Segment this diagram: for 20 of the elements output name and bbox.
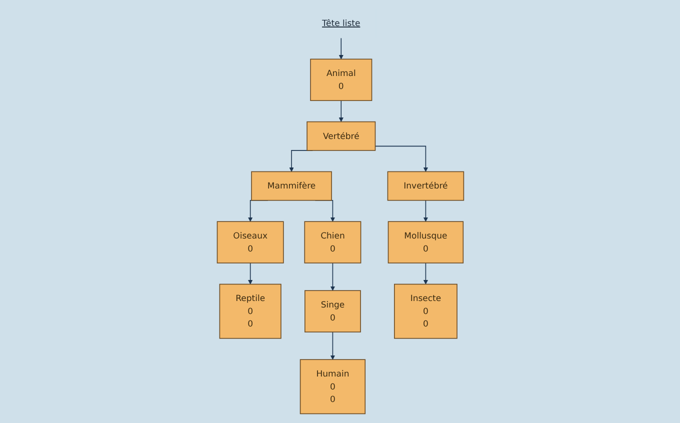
- arrow: [248, 262, 252, 284]
- arrow: [422, 200, 428, 222]
- arrow: [338, 100, 343, 122]
- arrow: [330, 332, 335, 360]
- node-box: Humain 0 0: [299, 359, 366, 414]
- node-box: Insecte 0 0: [394, 284, 457, 339]
- arrow: [374, 146, 428, 172]
- node-box: Mammifère: [250, 171, 332, 201]
- node-box: Oiseaux 0: [216, 221, 284, 264]
- node-box: Reptile 0 0: [218, 284, 281, 339]
- node-box: Animal 0: [310, 58, 372, 101]
- node-box: Singe 0: [304, 290, 360, 332]
- arrow: [330, 262, 335, 291]
- node-box: Chien 0: [304, 221, 361, 264]
- node-text: Tête liste: [322, 18, 360, 28]
- node-box: Mollusque 0: [387, 221, 464, 264]
- arrow: [338, 38, 343, 60]
- arrow: [422, 262, 428, 284]
- node-box: Invertébré: [386, 171, 464, 201]
- node-box: Vertébré: [306, 121, 376, 151]
